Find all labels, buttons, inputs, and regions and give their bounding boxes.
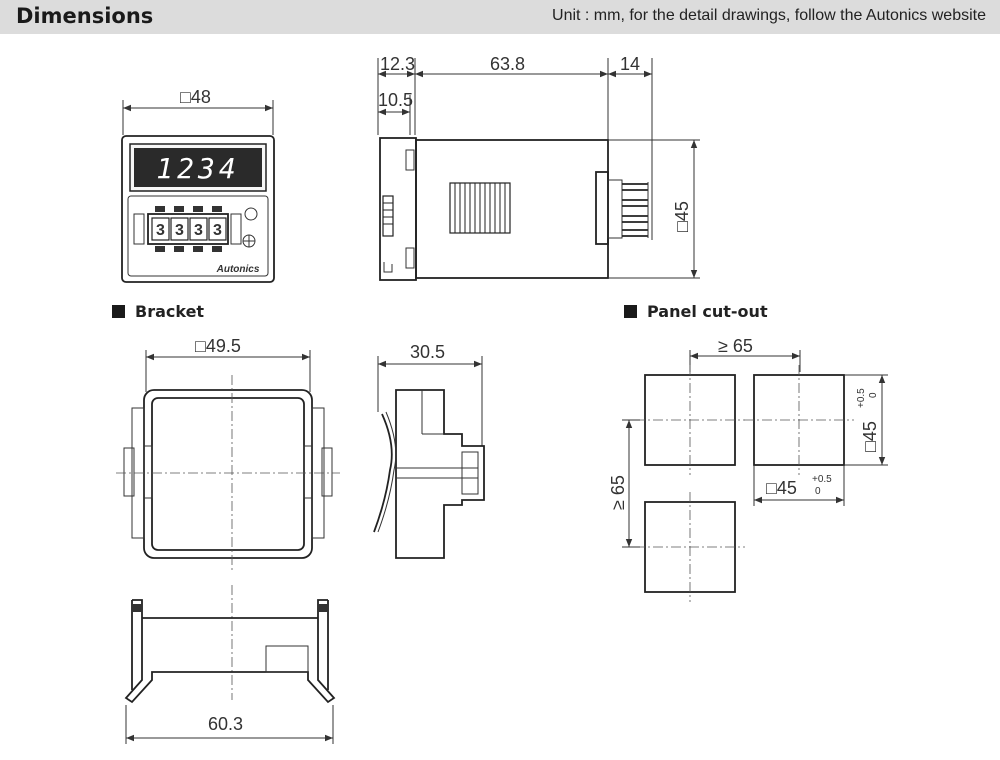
digit-switch-3: 3 xyxy=(194,222,203,239)
bullet-square-icon xyxy=(112,305,125,318)
bracket-width-dim: □49.5 xyxy=(195,336,241,356)
tol-plus-vertical: +0.5 xyxy=(856,388,867,408)
bullet-square-icon xyxy=(624,305,637,318)
front-width-dim: □48 xyxy=(180,87,211,107)
digit-switch-2: 3 xyxy=(175,222,184,239)
display-window xyxy=(134,148,262,187)
side-dim-63-8: 63.8 xyxy=(490,54,525,74)
bracket-side-view: 30.5 xyxy=(373,342,485,559)
bracket-bottom-dim: 60.3 xyxy=(208,714,243,734)
side-dim-10-5: 10.5 xyxy=(378,90,413,110)
digit-switch-1: 3 xyxy=(156,222,165,239)
bracket-side-dim: 30.5 xyxy=(410,342,445,362)
panel-cutout-heading: Panel cut-out xyxy=(624,302,768,321)
bracket-label: Bracket xyxy=(135,302,205,321)
tol-plus-horizontal: +0.5 xyxy=(812,474,832,485)
bracket-heading: Bracket xyxy=(112,302,204,321)
header-bar: Dimensions Unit : mm, for the detail dra… xyxy=(0,0,1000,34)
page-title: Dimensions xyxy=(16,4,154,28)
panel-cutout-view: ≥ 65 ≥ 65 □45 +0.5 0 □45 +0.5 0 xyxy=(608,336,888,602)
cutout-hole-dim-vertical: □45 xyxy=(860,421,880,452)
bracket-bottom-view: 60.3 xyxy=(124,585,336,744)
bracket-front-view: □49.5 xyxy=(116,336,340,570)
cutout-vertical-min: ≥ 65 xyxy=(608,475,628,510)
cutout-hole-dim-horizontal: □45 xyxy=(766,478,797,498)
unit-note: Unit : mm, for the detail drawings, foll… xyxy=(552,7,986,24)
brand-logo: Autonics xyxy=(216,264,260,275)
timer-body xyxy=(415,139,609,279)
digit-switch-4: 3 xyxy=(213,222,222,239)
side-dim-14: 14 xyxy=(620,54,640,74)
front-view: □48 1234 3 3 3 3 xyxy=(121,87,275,283)
front-bezel xyxy=(121,135,275,283)
side-dim-12-3: 12.3 xyxy=(380,54,415,74)
display-digits: 1234 xyxy=(156,152,239,185)
tol-zero-horizontal: 0 xyxy=(815,486,821,497)
indicator-led-icon xyxy=(244,207,258,221)
digit-switch-block xyxy=(147,213,229,245)
side-height-dim: □45 xyxy=(672,201,692,232)
digit-switches: 3 3 3 3 xyxy=(151,217,227,241)
cutout-horizontal-min: ≥ 65 xyxy=(718,336,753,356)
side-view: 12.3 63.8 14 10.5 xyxy=(377,54,700,281)
tol-zero-vertical: 0 xyxy=(868,392,879,398)
panel-cutout-label: Panel cut-out xyxy=(647,302,768,321)
